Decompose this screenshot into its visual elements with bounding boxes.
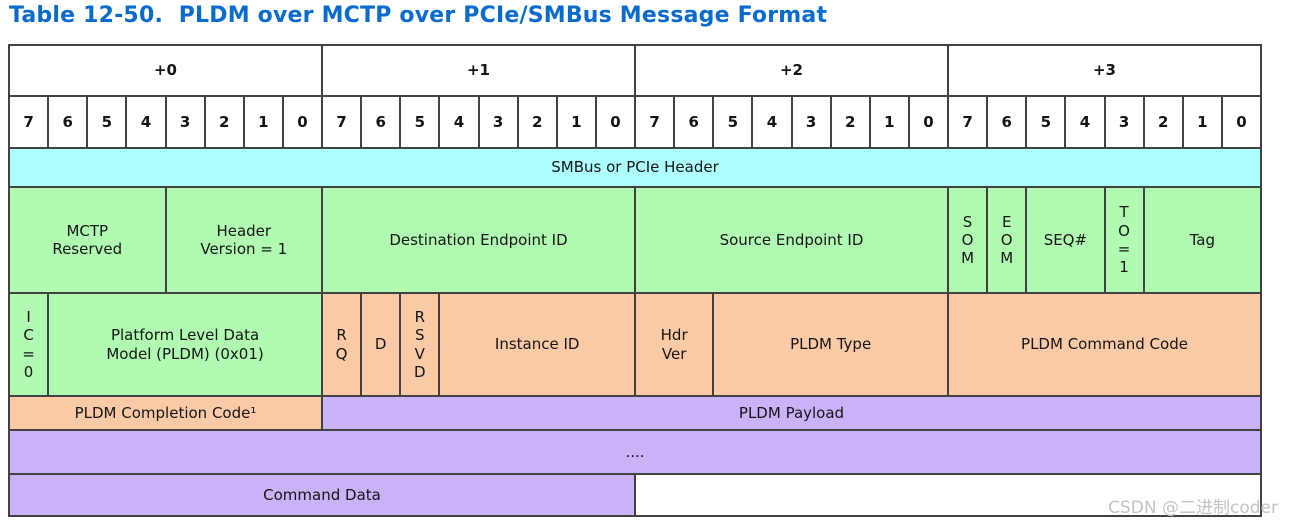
bit-index-cell: 2 xyxy=(829,95,871,149)
bit-index-cell: 5 xyxy=(86,95,128,149)
mctp-header-row: MCTP Reserved Header Version = 1 Destina… xyxy=(8,186,1263,294)
byte-offset-plus2: +2 xyxy=(634,44,949,97)
bit-index-cell: 3 xyxy=(790,95,832,149)
bit-index-cell: 6 xyxy=(986,95,1028,149)
bit-index-cell: 6 xyxy=(673,95,715,149)
pldm-type-cell: PLDM Type xyxy=(712,292,949,397)
d-cell: D xyxy=(360,292,402,397)
source-endpoint-id-cell: Source Endpoint ID xyxy=(634,186,949,294)
bit-index-cell: 4 xyxy=(1064,95,1106,149)
seq-cell: SEQ# xyxy=(1025,186,1106,294)
tag-cell: Tag xyxy=(1142,186,1263,294)
mctp-reserved-cell: MCTP Reserved xyxy=(8,186,167,294)
payload-row: PLDM Completion Code¹ PLDM Payload xyxy=(8,395,1262,431)
bit-index-cell: 6 xyxy=(360,95,402,149)
csdn-watermark: CSDN @二进制coder xyxy=(1108,498,1278,518)
bit-index-cell: 4 xyxy=(125,95,167,149)
rsvd-cell: R S V D xyxy=(399,292,441,397)
bit-index-cell: 0 xyxy=(907,95,950,149)
header-version-cell: Header Version = 1 xyxy=(164,186,323,294)
bit-index-cell: 3 xyxy=(164,95,206,149)
bit-index-cell: 1 xyxy=(868,95,910,149)
bit-index-cell: 7 xyxy=(946,95,989,149)
command-data-cell: Command Data xyxy=(8,473,636,517)
bit-index-cell: 1 xyxy=(242,95,284,149)
smbus-pcie-header-cell: SMBus or PCIe Header xyxy=(8,147,1262,188)
bit-index-cell: 5 xyxy=(712,95,754,149)
bit-index-row: 7 6 5 4 3 2 1 0 7 6 5 4 3 2 1 0 7 6 5 4 … xyxy=(7,95,1263,149)
pldm-command-code-cell: PLDM Command Code xyxy=(947,292,1262,397)
bit-index-cell: 7 xyxy=(7,95,50,149)
byte-offset-plus1: +1 xyxy=(321,44,636,97)
bit-index-cell: 1 xyxy=(1181,95,1223,149)
bit-index-cell: 5 xyxy=(1025,95,1067,149)
bit-index-cell: 2 xyxy=(203,95,245,149)
bit-index-cell: 4 xyxy=(751,95,793,149)
command-data-row: Command Data xyxy=(8,473,1262,517)
destination-endpoint-id-cell: Destination Endpoint ID xyxy=(321,186,636,294)
bit-index-cell: 3 xyxy=(477,95,519,149)
eom-cell: E O M xyxy=(986,186,1028,294)
bit-index-cell: 5 xyxy=(399,95,441,149)
byte-offset-plus3: +3 xyxy=(947,44,1262,97)
bit-index-cell: 2 xyxy=(516,95,558,149)
bit-index-cell: 1 xyxy=(555,95,597,149)
hdr-ver-cell: Hdr Ver xyxy=(633,292,715,397)
smbus-header-row: SMBus or PCIe Header xyxy=(8,147,1262,188)
continuation-row: .... xyxy=(8,429,1262,475)
bit-index-cell: 4 xyxy=(438,95,480,149)
rq-cell: R Q xyxy=(320,292,363,397)
bit-index-cell: 7 xyxy=(320,95,363,149)
bit-index-cell: 3 xyxy=(1103,95,1145,149)
table-caption: Table 12-50. PLDM over MCTP over PCIe/SM… xyxy=(9,3,828,28)
byte-offset-row: +0 +1 +2 +3 xyxy=(8,44,1262,97)
som-cell: S O M xyxy=(946,186,989,294)
byte-offset-plus0: +0 xyxy=(8,44,323,97)
bit-index-cell: 7 xyxy=(633,95,676,149)
bit-index-cell: 2 xyxy=(1142,95,1184,149)
to-cell: T O = 1 xyxy=(1103,186,1145,294)
bit-index-cell: 6 xyxy=(47,95,89,149)
ic-cell: I C = 0 xyxy=(7,292,50,397)
message-type-cell: Platform Level Data Model (PLDM) (0x01) xyxy=(47,292,323,397)
bit-index-cell: 0 xyxy=(594,95,637,149)
empty-region xyxy=(634,473,1262,517)
message-format-table: +0 +1 +2 +3 7 6 5 4 3 2 1 0 7 6 5 4 3 2 … xyxy=(7,44,1263,517)
pldm-header-row: I C = 0 Platform Level Data Model (PLDM)… xyxy=(7,292,1262,397)
completion-code-cell: PLDM Completion Code¹ xyxy=(8,395,323,431)
continuation-dots-cell: .... xyxy=(8,429,1262,475)
bit-index-cell: 0 xyxy=(281,95,324,149)
instance-id-cell: Instance ID xyxy=(438,292,636,397)
pldm-payload-cell: PLDM Payload xyxy=(321,395,1262,431)
bit-index-cell: 0 xyxy=(1220,95,1263,149)
